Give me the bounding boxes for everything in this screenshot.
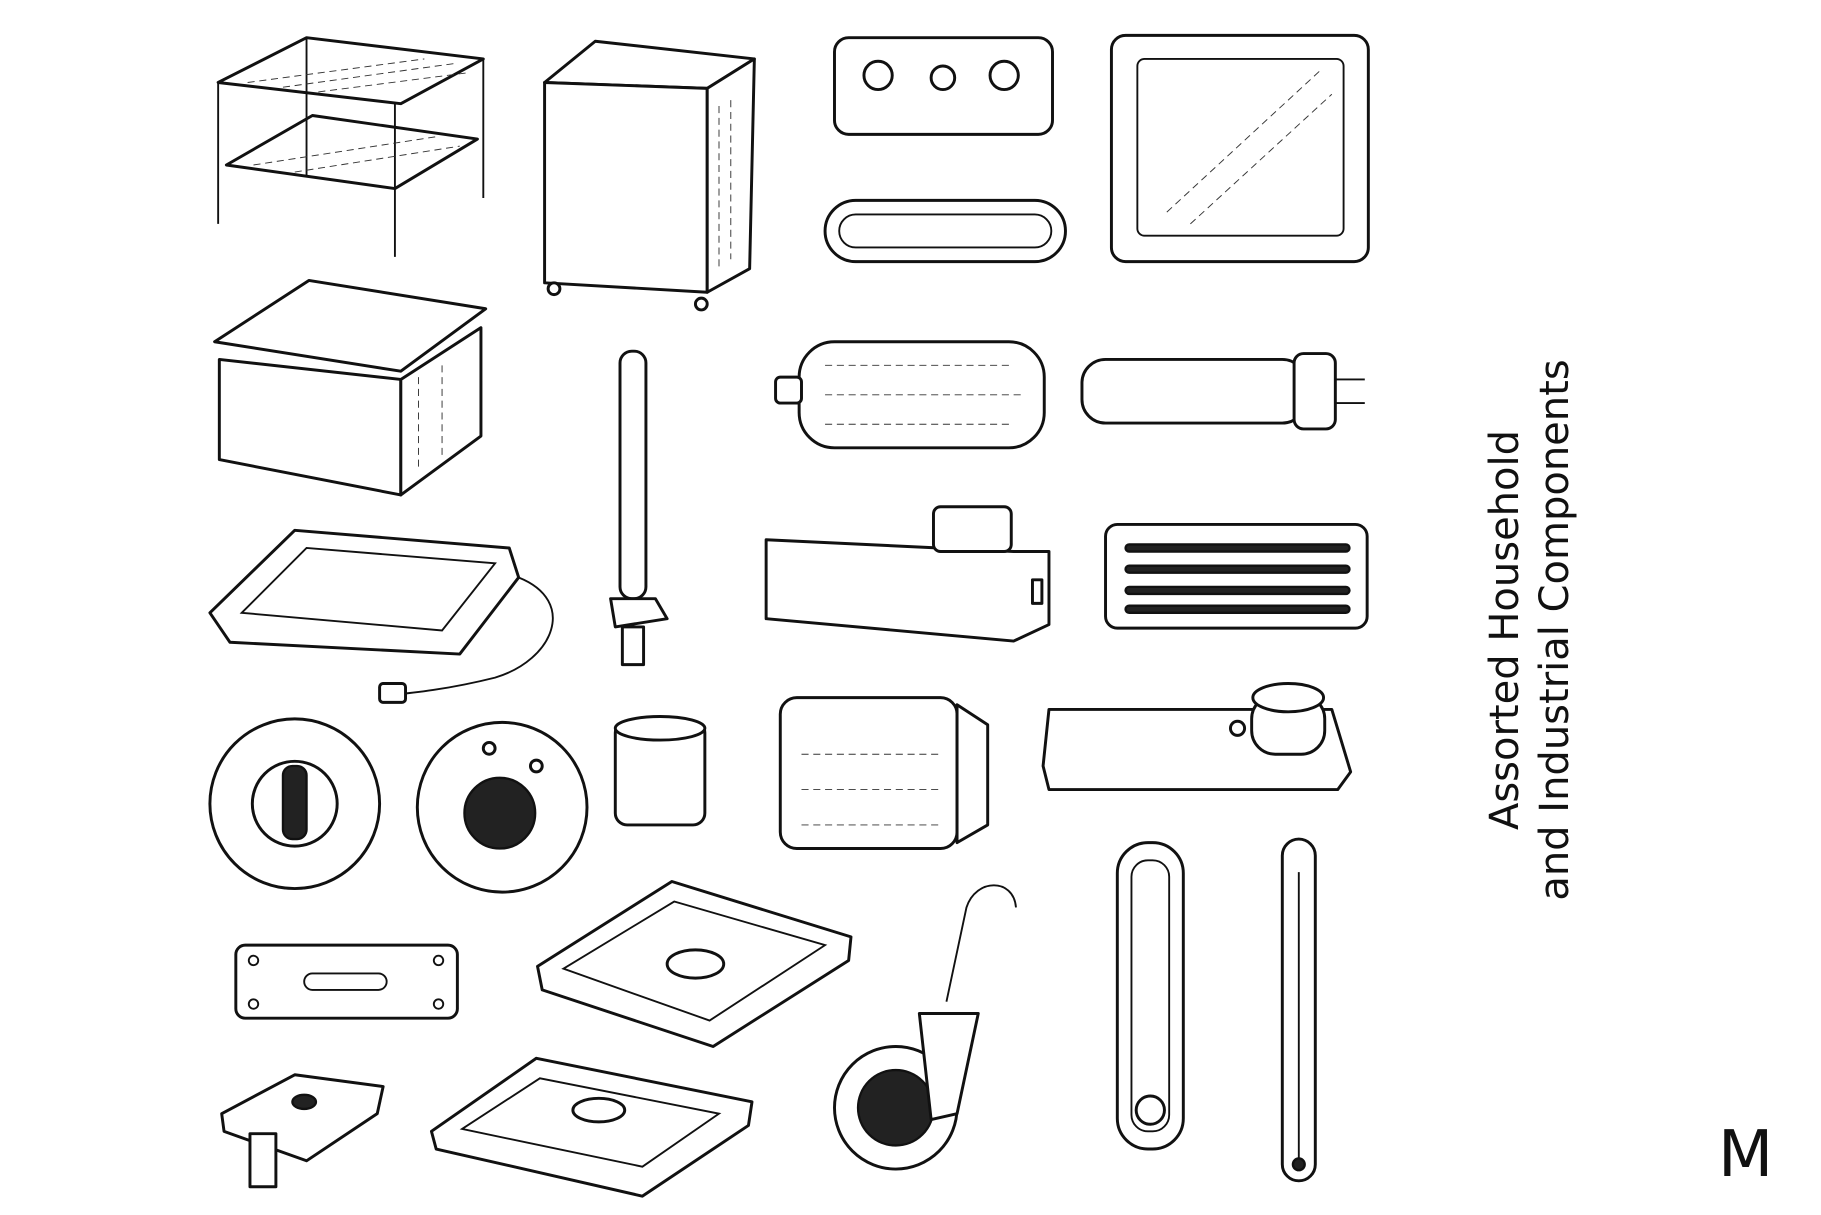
level-gauge-illustration: [1115, 841, 1185, 1151]
switch-block-illustration: [764, 505, 1051, 643]
brand-mark: M: [1718, 1118, 1774, 1192]
oval-handle-illustration: [823, 198, 1067, 264]
vent-grille-illustration: [1104, 522, 1369, 630]
tray-illustration: [536, 880, 853, 1048]
cylinder-canister-illustration: [774, 340, 1046, 450]
drawer-knob-illustration: [220, 1073, 385, 1189]
burner-dial-illustration: [415, 720, 589, 894]
dial-knob-illustration: [208, 717, 382, 891]
thermometer-illustration: [1280, 837, 1317, 1183]
flat-tray-illustration: [429, 1056, 754, 1198]
small-cup-illustration: [613, 715, 707, 827]
nameplate-illustration: [234, 943, 459, 1020]
pipe-rod-illustration: [609, 349, 669, 667]
cabinet-illustration: [543, 39, 756, 312]
title-line-2: and Industrial Components: [1532, 359, 1578, 901]
wallet-case-illustration: [778, 696, 990, 850]
lamp-base-illustration: [1041, 682, 1353, 792]
title-line-1: Assorted Household: [1482, 429, 1528, 831]
button-plate-illustration: [833, 36, 1054, 136]
storage-box-illustration: [213, 279, 488, 497]
caster-wheel-illustration: [833, 884, 1017, 1171]
fluorescent-tube-illustration: [1080, 352, 1365, 431]
heating-pad-illustration: [208, 528, 554, 704]
shelf-stand-illustration: [216, 36, 485, 257]
sheet-title: Assorted Household and Industrial Compon…: [1480, 359, 1580, 900]
mirror-illustration: [1109, 33, 1370, 264]
